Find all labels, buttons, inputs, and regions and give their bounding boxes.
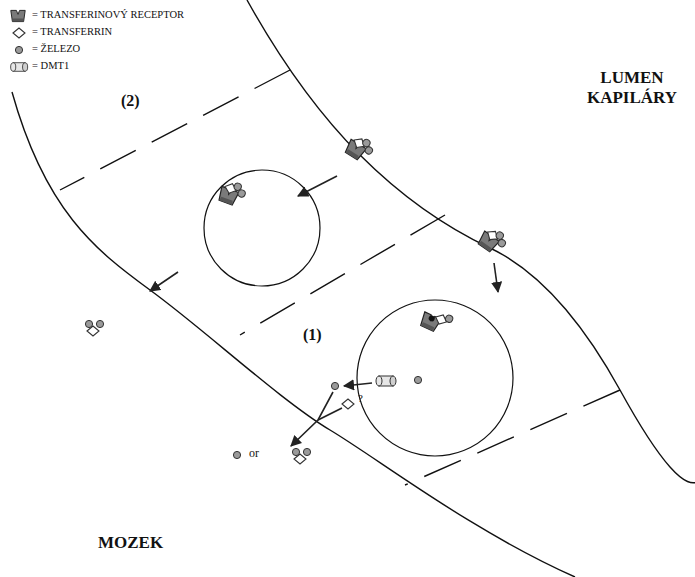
callout-number: (2) — [121, 92, 140, 110]
endosome — [357, 300, 513, 456]
callout-number: (1) — [303, 326, 322, 344]
arrow — [150, 176, 498, 446]
receptor-complex — [419, 305, 454, 337]
tight-junction — [60, 70, 620, 485]
legend-entry: = ŽELEZO — [32, 43, 80, 55]
dmt1-transport — [331, 376, 421, 409]
receptor-complex — [217, 132, 510, 257]
released-iron — [85, 320, 310, 464]
note: or — [249, 447, 259, 461]
legend-entry: = TRANSFERINOVÝ RECEPTOR — [32, 9, 184, 21]
legend-entry: = DMT1 — [32, 60, 69, 72]
legend-entry: = TRANSFERRIN — [32, 26, 112, 38]
endosome — [204, 170, 320, 286]
luminal-membrane — [247, 0, 695, 483]
question-mark: ? — [358, 392, 363, 405]
legend-icons — [11, 10, 28, 71]
abluminal-membrane — [12, 92, 575, 577]
region-label: MOZEK — [98, 533, 163, 553]
region-label: LUMEN KAPILÁRY — [576, 68, 688, 107]
branch-line — [318, 408, 342, 420]
